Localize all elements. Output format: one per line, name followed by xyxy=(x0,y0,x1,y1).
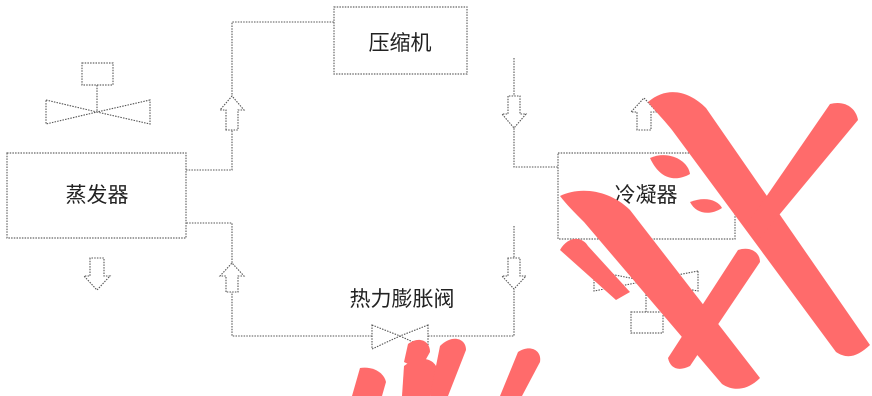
expansion-valve-label: 热力膨胀阀 xyxy=(350,287,455,311)
arrow-up-suction xyxy=(218,95,246,131)
arrow-down-discharge xyxy=(500,95,528,129)
evaporator-fan-icon xyxy=(45,62,151,125)
compressor-label: 压缩机 xyxy=(369,31,432,55)
pipe-evaporator-to-compressor xyxy=(186,21,334,171)
pipe-condenser-to-valve xyxy=(428,226,515,337)
pipe-compressor-to-condenser xyxy=(513,58,558,168)
arrow-up-return xyxy=(218,262,246,293)
compressor-box xyxy=(333,6,468,75)
watermark-mark xyxy=(352,92,870,396)
evaporator-box xyxy=(6,152,187,239)
arrow-down-evaporator-air xyxy=(82,257,112,291)
condenser-label: 冷凝器 xyxy=(615,183,678,207)
evaporator-label: 蒸发器 xyxy=(66,183,129,207)
pipe-valve-to-evaporator xyxy=(186,222,372,337)
arrow-down-liquid xyxy=(500,257,528,290)
